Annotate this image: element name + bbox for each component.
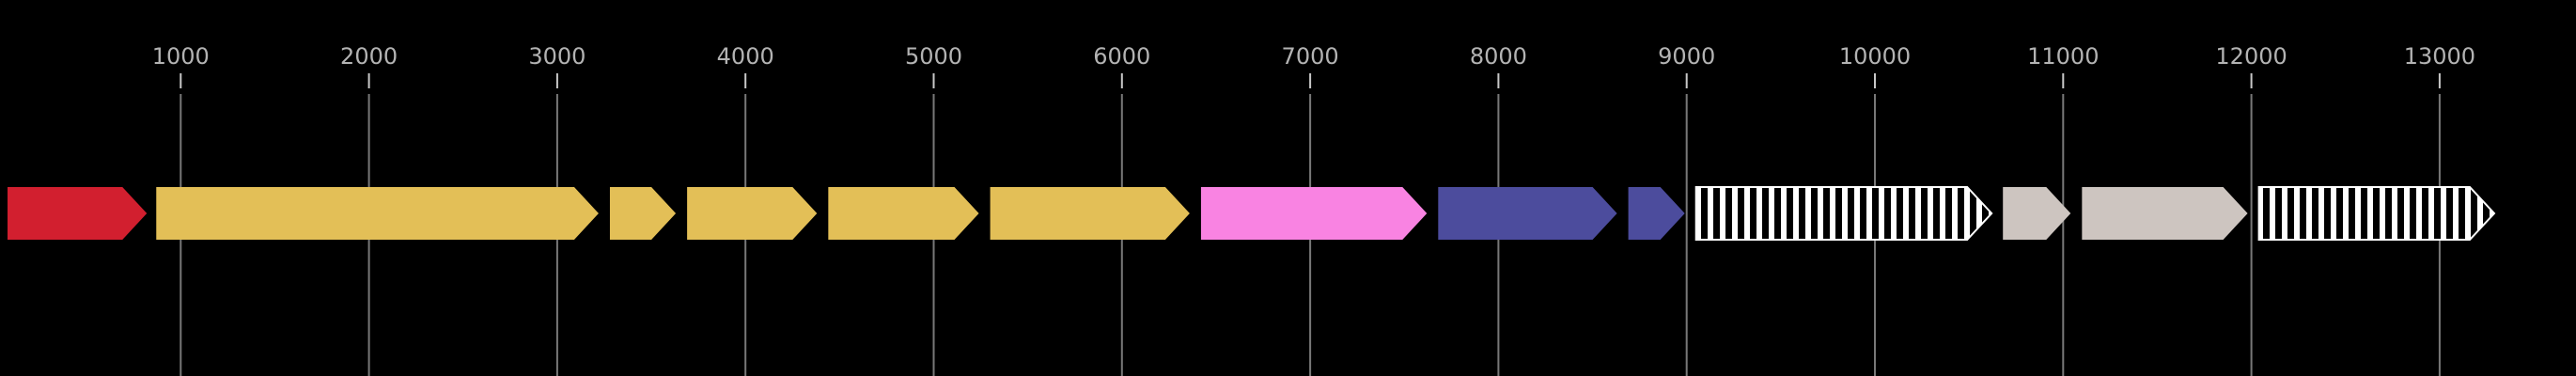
axis-tick-label: 12000 xyxy=(2215,43,2287,70)
gene-arrow xyxy=(1628,187,1685,240)
gene-arrow xyxy=(687,187,818,240)
gene-arrow xyxy=(2082,187,2248,240)
gene-arrow xyxy=(2003,187,2071,240)
axis-tick-label: 6000 xyxy=(1093,43,1150,70)
axis-tick-label: 5000 xyxy=(905,43,962,70)
gene-arrow xyxy=(609,187,677,240)
gene-arrow xyxy=(2257,186,2496,241)
gene-arrow xyxy=(990,187,1190,240)
axis-tick-label: 1000 xyxy=(152,43,210,70)
axis-tick-label: 2000 xyxy=(340,43,398,70)
axis-tick-label: 11000 xyxy=(2027,43,2099,70)
axis-tick-label: 10000 xyxy=(1839,43,1911,70)
axis-tick-label: 8000 xyxy=(1470,43,1527,70)
axis-tick-label: 3000 xyxy=(528,43,585,70)
gene-arrow xyxy=(1200,187,1428,240)
axis-tick-label: 9000 xyxy=(1658,43,1715,70)
gene-arrow xyxy=(156,187,599,240)
axis-tick-label: 7000 xyxy=(1282,43,1339,70)
gene-arrow xyxy=(8,187,148,240)
axis-tick-label: 4000 xyxy=(717,43,774,70)
gene-arrow xyxy=(1694,186,1993,241)
gene-arrow xyxy=(828,187,979,240)
axis-tick-label: 13000 xyxy=(2404,43,2475,70)
gene-arrow xyxy=(1438,187,1617,240)
